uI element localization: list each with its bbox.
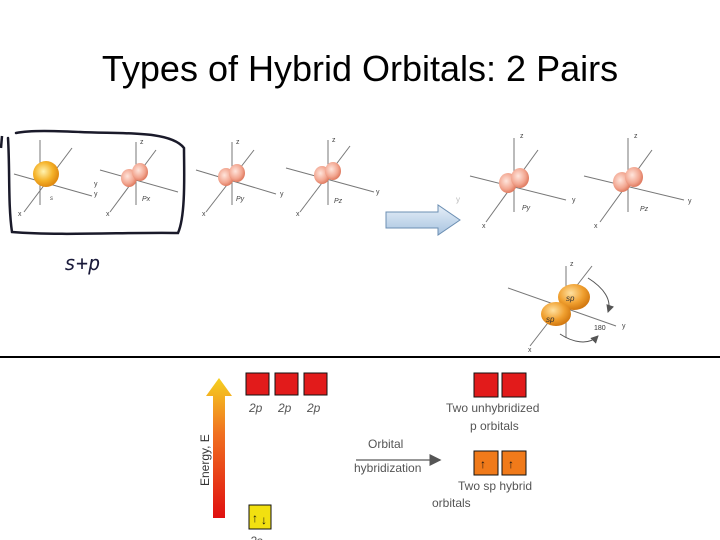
handwritten-bracket — [6, 129, 186, 236]
axis-label-z: z — [236, 139, 240, 146]
axis-label-y: y — [94, 181, 98, 188]
sp-hybrid-box — [473, 450, 499, 476]
p-orbital-box — [274, 372, 299, 396]
handwritten-note: s+p — [64, 251, 100, 275]
result-py-orbital-diagram: y z y x Py — [456, 133, 576, 230]
sp-lobe-upper — [558, 284, 590, 310]
bond-angle-label: 180 — [594, 325, 606, 332]
hybridization-label-line2: hybridization — [354, 461, 421, 475]
sp-hybrid-label-line1: Two sp hybrid — [458, 479, 532, 493]
s-orbital-box — [248, 504, 272, 530]
result-pz-orbital-diagram: z y x Pz — [583, 133, 692, 230]
p-lobe — [325, 162, 341, 180]
hybridization-label-line1: Orbital — [368, 437, 403, 451]
axis-label-y-faded: y — [456, 195, 460, 204]
s-orbital-sphere — [33, 161, 59, 187]
slide-title: Types of Hybrid Orbitals: 2 Pairs — [101, 48, 619, 89]
p-label: 2p — [248, 401, 263, 415]
transition-arrow — [385, 204, 461, 236]
sp-label-upper: sp — [566, 294, 575, 303]
pz-orbital-diagram: z y x Pz — [285, 137, 380, 218]
axis-label-x: x — [202, 211, 206, 218]
axis-label-x: x — [528, 347, 532, 354]
orbital-label-s: s — [50, 196, 53, 202]
axis-label-z: z — [570, 261, 574, 268]
spin-up-arrow: ↑ — [252, 511, 258, 525]
unhybridized-label-line2: p orbitals — [470, 419, 519, 433]
s-orbital-diagram: x y s — [13, 140, 98, 218]
p-lobe — [511, 168, 529, 188]
p-lobe — [229, 164, 245, 182]
axis-label-x: x — [482, 223, 486, 230]
p-label: 2p — [306, 401, 321, 415]
axis-label-y: y — [280, 191, 284, 198]
axis-label-y: y — [622, 323, 626, 330]
axis-label-x: x — [594, 223, 598, 230]
axis-label-x: x — [18, 211, 22, 218]
sp-hybrid-box — [501, 450, 527, 476]
orbital-label-pz: Pz — [640, 206, 649, 213]
orbital-label-px: Px — [142, 196, 151, 203]
axis-label-y: y — [376, 189, 380, 196]
orbital-label-py: Py — [522, 205, 531, 212]
p-orbital-box — [303, 372, 328, 396]
energy-axis-label: Energy, E — [198, 434, 212, 486]
p-lobe — [132, 163, 148, 181]
orbital-label-pz: Pz — [334, 198, 343, 205]
axis-label-z: z — [332, 137, 336, 144]
axis-label-y: y — [572, 197, 576, 204]
energy-axis-arrow — [206, 378, 232, 518]
unhybridized-label-line1: Two unhybridized — [446, 401, 539, 415]
sp-hybrid-diagram: sp sp 180 z y x — [507, 261, 626, 354]
sp-hybrid-label-line2: orbitals — [432, 496, 471, 510]
axis-label-z: z — [634, 133, 638, 140]
sp-lobe-lower — [541, 302, 571, 326]
spin-up-arrow: ↑ — [508, 457, 514, 471]
energy-level-diagram: Energy, E 2p 2p 2p ↑ ↓ 2s Orbital hybrid… — [198, 372, 539, 540]
axis-label-z: z — [520, 133, 524, 140]
axis-label-x: x — [106, 211, 110, 218]
axis-label-y: y — [94, 191, 98, 198]
sp-label-lower: sp — [546, 315, 555, 324]
unhybridized-p-box — [473, 372, 499, 398]
p-label: 2p — [277, 401, 292, 415]
p-orbital-box — [245, 372, 270, 396]
axis-label-x: x — [296, 211, 300, 218]
axis-label-z: z — [140, 139, 144, 146]
spin-down-arrow: ↓ — [261, 513, 267, 527]
unhybridized-p-box — [501, 372, 527, 398]
spin-up-arrow: ↑ — [480, 457, 486, 471]
py-orbital-diagram: z y x Py — [195, 139, 284, 218]
handwritten-mark — [0, 135, 4, 149]
p-lobe — [625, 167, 643, 187]
s-label: 2s — [249, 534, 263, 540]
orbital-label-py: Py — [236, 196, 245, 203]
axis-label-y: y — [688, 198, 692, 205]
px-orbital-diagram: z y x Px — [94, 139, 179, 218]
